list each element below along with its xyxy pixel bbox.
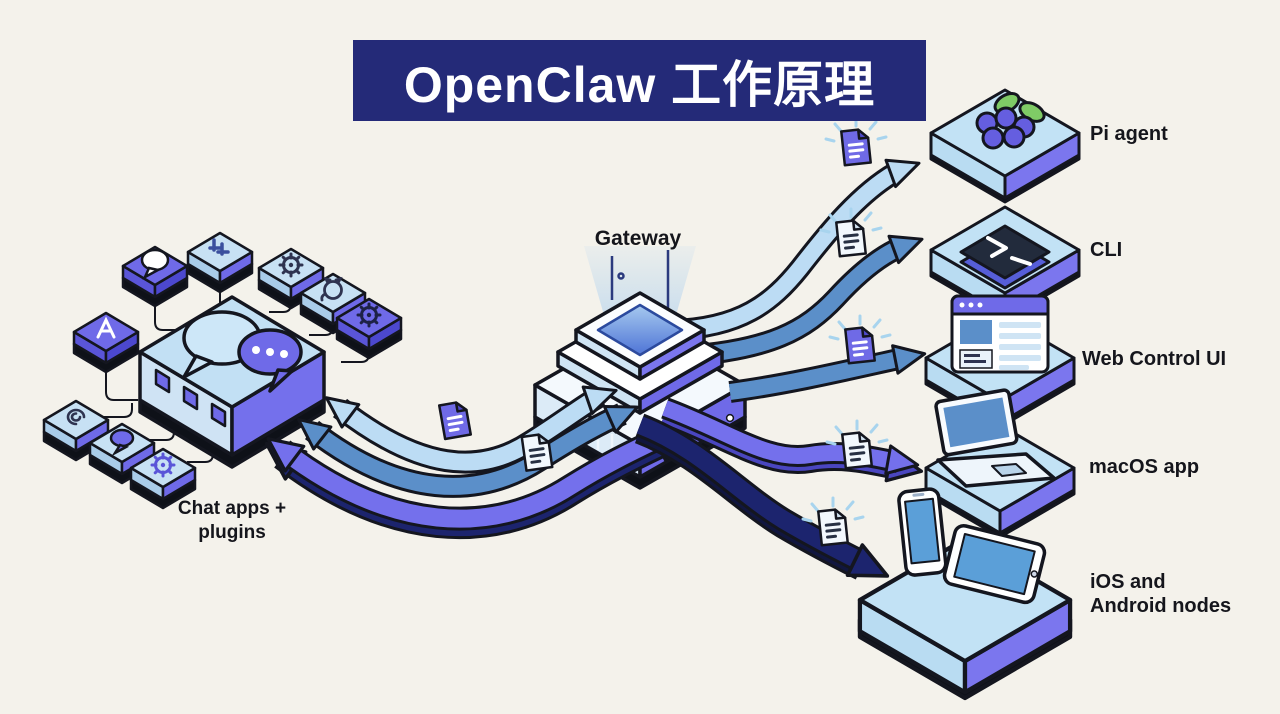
arrow-gateway-to-pi (671, 148, 926, 341)
satellite-tiles (42, 231, 403, 510)
node-label-web-control-ui: Web Control UI (1082, 348, 1226, 370)
arrow-chat-gateway-steel (288, 392, 645, 498)
arrow-gateway-to-cli (684, 224, 929, 367)
connector-line (105, 356, 138, 401)
tile-app-store (72, 311, 140, 374)
arrows-chat-gateway (254, 375, 700, 540)
connector-line (154, 290, 195, 331)
document-icon (844, 325, 876, 365)
tile-swirl (42, 399, 110, 462)
node-label-macos-app: macOS app (1089, 456, 1199, 478)
document-icon (437, 399, 473, 441)
node-label-ios-line2: Android nodes (1090, 595, 1231, 617)
speech-bubble-icon (140, 248, 170, 280)
github-icon (320, 276, 343, 302)
chat-hub-box (138, 295, 326, 469)
document-icon (840, 127, 872, 167)
node-cli (929, 205, 1081, 321)
smartphones-icon (897, 487, 1047, 605)
swirl-icon (66, 408, 86, 426)
tile-chat-bubble (88, 422, 156, 485)
raspberry-pi-icon (975, 92, 1046, 150)
app-store-icon (96, 316, 116, 339)
node-macos-app (924, 388, 1076, 539)
slack-icon (208, 238, 230, 256)
chat-apps-label-line2: plugins (198, 522, 266, 543)
document-icon (817, 507, 849, 547)
tile-speech-bubble (121, 245, 189, 308)
document-icon (841, 430, 873, 470)
terminal-icon (959, 224, 1051, 290)
browser-window-icon (950, 294, 1050, 374)
arrowhead (891, 338, 929, 375)
gear-icon (278, 252, 304, 278)
arrow-chat-gateway-light (316, 375, 623, 474)
tile-github (299, 272, 367, 335)
node-pi-agent (929, 88, 1081, 204)
node-web-control-ui (924, 294, 1076, 429)
chat-bubble-icon (109, 428, 135, 457)
document-icon (835, 218, 867, 258)
tile-slack (186, 231, 254, 294)
node-label-ios-line1: iOS and (1090, 571, 1166, 593)
title-banner: OpenClaw 工作原理 (353, 40, 926, 121)
tile-base (186, 231, 254, 294)
node-label-cli: CLI (1090, 239, 1122, 261)
connector-line (98, 403, 133, 418)
gateway-label: Gateway (595, 227, 682, 250)
arrow-gateway-to-mobile (634, 413, 897, 593)
gateway-screen (596, 303, 684, 357)
node-label-pi-agent: Pi agent (1090, 123, 1168, 145)
chat-apps-label-line1: Chat apps + (178, 498, 286, 519)
arrow-gateway-to-web (728, 338, 929, 403)
chat-bubbles-icon (182, 310, 303, 393)
hub-ports (154, 368, 227, 428)
page-title: OpenClaw 工作原理 (403, 56, 876, 113)
laptop-icon (934, 388, 1056, 488)
gear-icon (356, 302, 382, 328)
arrow-chat-gateway-purple (254, 408, 700, 540)
gear-icon (150, 452, 176, 478)
node-ios-android (860, 487, 1070, 698)
